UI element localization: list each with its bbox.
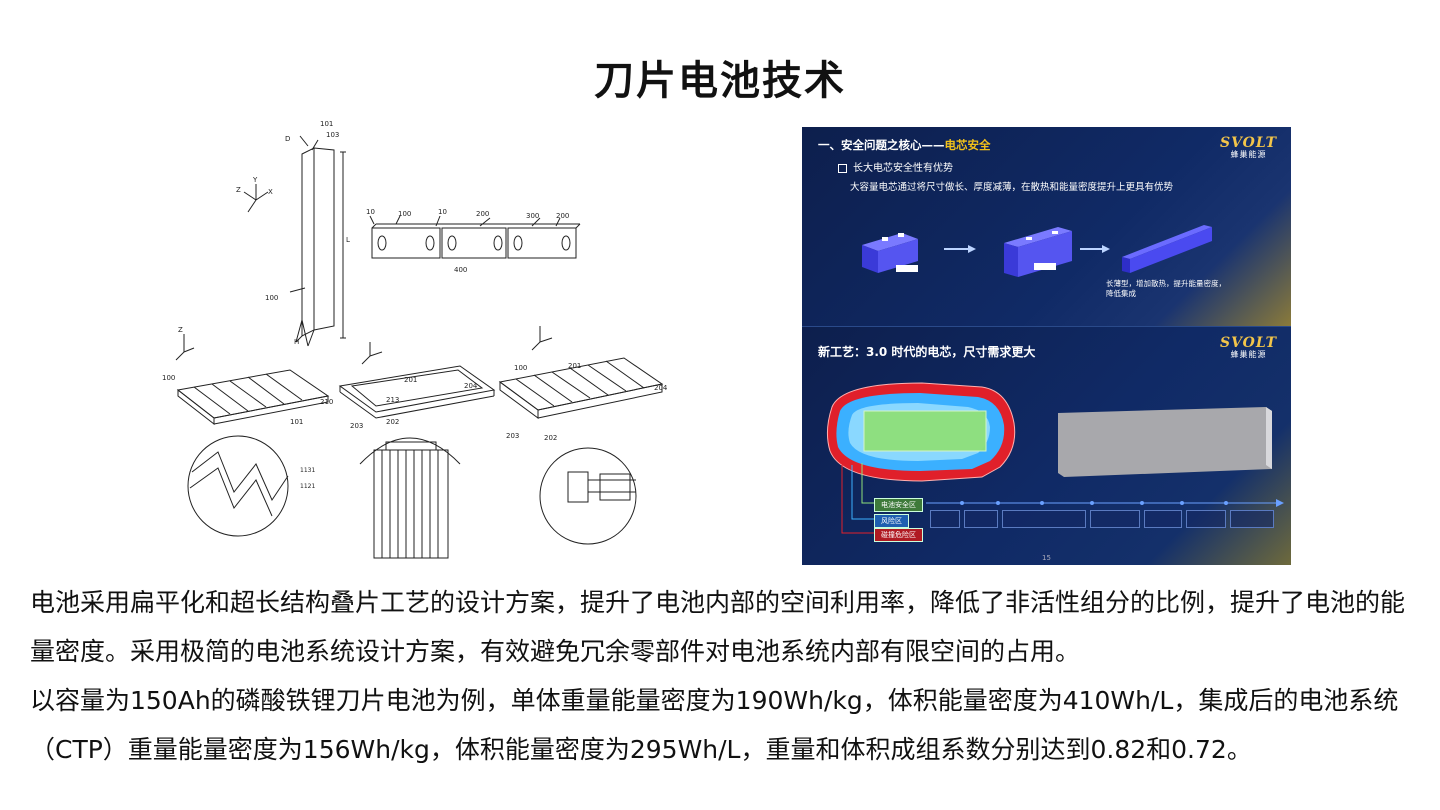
- label-202c: 202: [544, 434, 557, 442]
- flow-box-5: [1144, 510, 1182, 528]
- paragraph-1: 电池采用扁平化和超长结构叠片工艺的设计方案，提升了电池内部的空间利用率，降低了非…: [30, 588, 1406, 666]
- slide2-heading: 新工艺：3.0 时代的电芯，尺寸需求更大: [818, 345, 1036, 359]
- battery-tray-middle: 201 213 204 203 202: [338, 342, 496, 430]
- label-100b: 100: [162, 374, 175, 382]
- car-blade-graphic: [826, 382, 1284, 534]
- detail-circle-left: 1131 1121: [187, 435, 315, 537]
- label-202: 202: [386, 418, 399, 426]
- svg-text:300: 300: [526, 212, 539, 220]
- slide-new-process: 新工艺：3.0 时代的电芯，尺寸需求更大 SVOLT 蜂巢能源 电池安全区 风险…: [802, 326, 1291, 565]
- label-203c: 203: [506, 432, 519, 440]
- flow-box-2: [964, 510, 998, 528]
- svg-text:10: 10: [366, 208, 375, 216]
- page-title: 刀片电池技术: [594, 58, 846, 104]
- patent-drawings: 101 103 100 D L H Y X Z 10 100 10 200 30…: [162, 120, 668, 559]
- battery-pack-right: 100 201 204 203 202: [498, 326, 668, 442]
- svg-text:Y: Y: [252, 176, 258, 184]
- paragraph-2: 以容量为150Ah的磷酸铁锂刀片电池为例，单体重量能量密度为190Wh/kg，体…: [30, 686, 1399, 764]
- label-101: 101: [320, 120, 333, 128]
- slide1-description: 大容量电芯通过将尺寸做长、厚度减薄，在散热和能量密度提升上更具有优势: [850, 182, 1174, 193]
- label-100: 100: [265, 294, 278, 302]
- svg-text:200: 200: [476, 210, 489, 218]
- flow-box-6: [1186, 510, 1226, 528]
- svg-text:400: 400: [454, 266, 467, 274]
- slide-safety: 一、安全问题之核心——电芯安全 SVOLT 蜂巢能源 长大电芯安全性有优势 大容…: [802, 127, 1291, 326]
- label-100c: 100: [514, 364, 527, 372]
- axes-xyz-1: Y X Z: [236, 176, 273, 213]
- svg-text:1121: 1121: [300, 483, 315, 490]
- label-213: 213: [386, 396, 399, 404]
- slide1-note: 长薄型，增加散热，提升能量密度， 降低集成: [1106, 279, 1226, 298]
- label-201c: 201: [568, 362, 581, 370]
- label-201: 201: [404, 376, 417, 384]
- svg-text:100: 100: [398, 210, 411, 218]
- label-204: 204: [464, 382, 478, 390]
- svg-text:H: H: [294, 338, 299, 346]
- slide1-bullet: 长大电芯安全性有优势: [838, 159, 953, 174]
- label-203: 203: [350, 422, 363, 430]
- flow-box-7: [1230, 510, 1274, 528]
- label-204c: 204: [654, 384, 668, 392]
- cell-evolution-graphic: [862, 225, 1212, 277]
- cells-strip-drawing: 10 100 10 200 300 200 400: [366, 208, 581, 274]
- svg-text:L: L: [346, 236, 350, 244]
- svg-text:Z: Z: [236, 186, 241, 194]
- label-101b: 101: [290, 418, 303, 426]
- svg-text:Z: Z: [178, 326, 183, 334]
- svg-text:10: 10: [438, 208, 447, 216]
- bullet-box-icon: [838, 163, 847, 173]
- detail-middle: [359, 437, 461, 559]
- tall-cell-drawing: 101 103 100 D L H: [265, 120, 350, 347]
- flow-box-4: [1090, 510, 1140, 528]
- svg-text:200: 200: [556, 212, 569, 220]
- detail-circle-right: [539, 447, 637, 545]
- label-103: 103: [326, 131, 339, 139]
- slide-page-number: 15: [1042, 554, 1051, 562]
- svg-text:D: D: [285, 135, 290, 143]
- legend-danger-zone: 碰撞危险区: [874, 528, 923, 542]
- svg-text:1131: 1131: [300, 467, 315, 474]
- svg-text:X: X: [268, 188, 273, 196]
- slide1-heading: 一、安全问题之核心——电芯安全: [818, 138, 991, 152]
- label-210: 210: [320, 398, 333, 406]
- legend-risk-zone: 风险区: [874, 514, 909, 528]
- flow-box-3: [1002, 510, 1086, 528]
- svolt-logo-2: SVOLT 蜂巢能源: [1219, 335, 1277, 359]
- flow-box-1: [930, 510, 960, 528]
- battery-pack-left: 100 101 210 Z: [162, 326, 333, 426]
- svolt-logo: SVOLT 蜂巢能源: [1219, 135, 1277, 159]
- legend-safe-zone: 电池安全区: [874, 498, 923, 512]
